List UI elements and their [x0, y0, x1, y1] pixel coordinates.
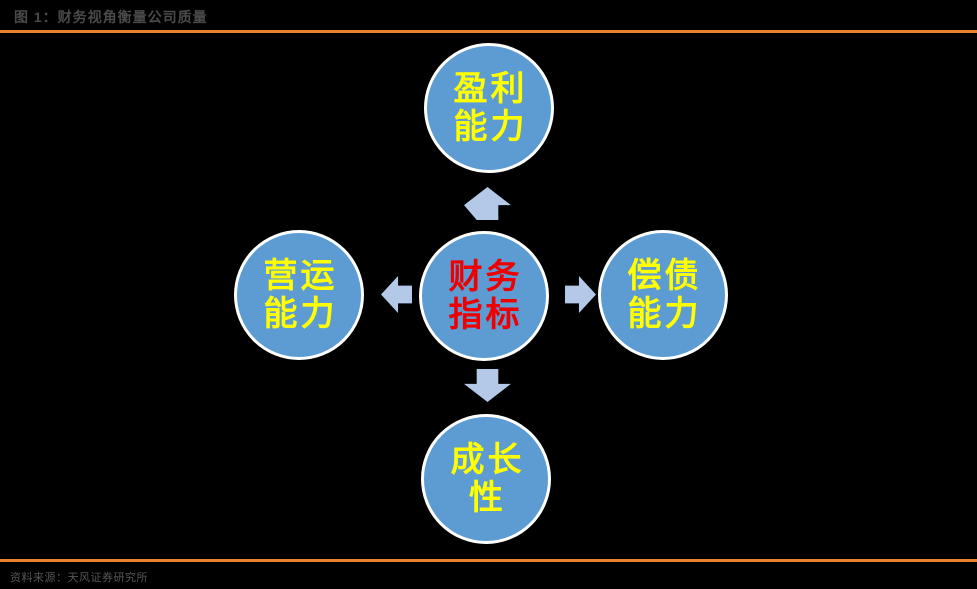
node-label-line: 盈利 — [453, 70, 528, 108]
node-growth: 成长 性 — [421, 414, 551, 544]
node-label-line: 财务 — [448, 258, 523, 296]
node-label-line: 指标 — [448, 296, 523, 334]
node-profitability: 盈利 能力 — [424, 43, 554, 173]
figure-source: 资料来源：天风证券研究所 — [10, 572, 148, 584]
node-label-line: 成长 — [450, 441, 525, 479]
node-label-line: 能力 — [263, 295, 338, 333]
node-operating-capability: 营运 能力 — [234, 230, 364, 360]
block-arrow-left-icon — [381, 276, 412, 313]
node-label-line: 能力 — [453, 108, 528, 146]
node-financial-indicators: 财务 指标 — [419, 231, 549, 361]
block-arrow-right-icon — [565, 276, 596, 313]
figure-title: 图 1：财务视角衡量公司质量 — [14, 9, 208, 25]
node-label-line: 营运 — [263, 257, 338, 295]
block-arrow-down-icon — [464, 369, 511, 402]
node-debt-repayment-capability: 偿债 能力 — [598, 230, 728, 360]
node-label-line: 偿债 — [627, 257, 702, 295]
node-label-line: 能力 — [627, 295, 702, 333]
block-arrow-up-icon — [464, 187, 511, 220]
node-label-line: 性 — [469, 479, 506, 517]
top-divider-line — [0, 30, 977, 33]
bottom-divider-line — [0, 559, 977, 562]
